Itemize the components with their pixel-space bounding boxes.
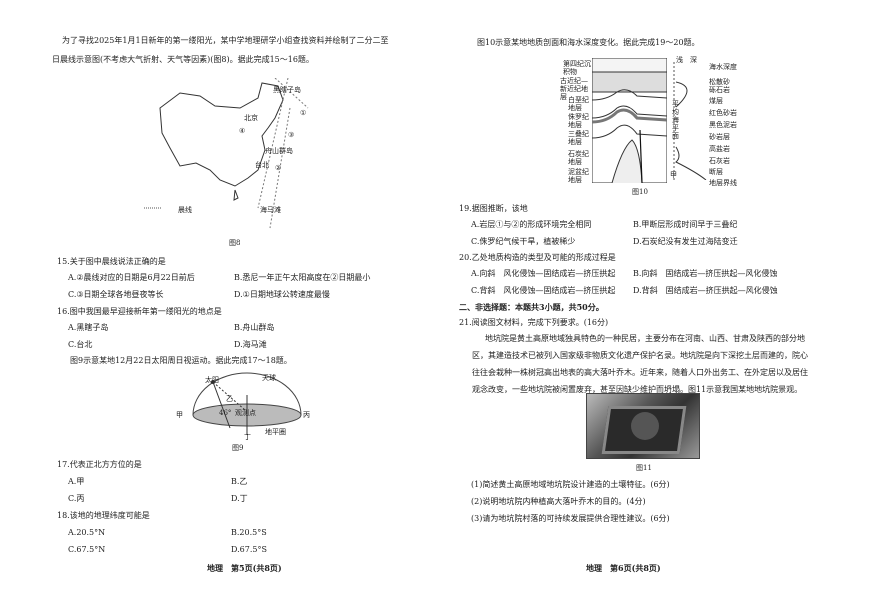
q21-para-4: 观念改变，一些地坑院被闲置废弃，甚至因缺少维护而坍塌。图11示意我国某地地坑院景…: [472, 385, 803, 394]
q18-option-d[interactable]: D.67.5°S: [231, 545, 267, 554]
intro-line-1: 为了寻找2025年1月1日新年的第一缕阳光，某中学地理研学小组查找资料并绘制了二…: [62, 36, 389, 45]
q15-option-d[interactable]: D.①日期地球公转速度最慢: [234, 290, 330, 299]
figure-9-celestial-sphere: [192, 372, 302, 435]
q16-option-c[interactable]: C.台北: [68, 340, 93, 349]
q15-option-b[interactable]: B.悉尼一年正午太阳高度在②日期最小: [234, 273, 371, 282]
label-horizon: 地平圈: [265, 428, 286, 436]
legend-black-mudstone: 黑色泥岩: [709, 121, 737, 129]
q20-option-a[interactable]: A.向斜 风化侵蚀—固结成岩—挤压拱起: [471, 269, 616, 278]
label-46deg: 46°: [219, 409, 232, 417]
q20-option-c[interactable]: C.背斜 风化侵蚀—固结成岩—挤压拱起: [471, 286, 616, 295]
q19-stem: 19.据图推断，该地: [459, 204, 528, 213]
figure-8-map: [144, 78, 309, 229]
q20-option-b[interactable]: B.向斜 固结成岩—挤压拱起—风化侵蚀: [633, 269, 778, 278]
stratum-quaternary: 第四纪沉积物: [563, 60, 591, 76]
label-line-3: ③: [288, 131, 295, 139]
figure-9-caption: 图9: [232, 444, 244, 452]
legend-fault: 断层: [709, 168, 723, 176]
q19-option-a[interactable]: A.岩层①与②的形成环境完全相同: [471, 220, 592, 229]
q16-option-d[interactable]: D.海马滩: [234, 340, 267, 349]
label-beijing: 北京: [244, 114, 258, 122]
label-celestial-sphere: 天球: [262, 374, 276, 382]
page-footer-left: 地理 第5页(共8页): [207, 563, 282, 573]
q21-sub-2: (2)说明地坑院内种植高大落叶乔木的目的。(4分): [471, 497, 646, 506]
q21-sub-3: (3)请为地坑院村落的可持续发展提供合理性建议。(6分): [471, 514, 670, 523]
figure-11-photo: [586, 393, 700, 459]
legend-red-sandstone: 红色砂岩: [709, 109, 737, 117]
label-yi: 乙: [226, 395, 233, 403]
legend-limestone: 石灰岩: [709, 157, 730, 165]
legend-boundary: 地层界线: [709, 179, 737, 187]
q20-option-d[interactable]: D.背斜 固结成岩—挤压拱起—风化侵蚀: [633, 286, 778, 295]
legend-coal: 煤层: [709, 97, 723, 105]
label-observer: 观测点: [235, 409, 256, 417]
stratum-cretaceous: 白垩纪地层: [568, 96, 589, 112]
label-ding: 丁: [244, 433, 251, 441]
q17-stem: 17.代表正北方方位的是: [57, 460, 142, 469]
intro-fig10: 图10示意某地地质剖面和海水深度变化。据此完成19～20题。: [477, 38, 700, 47]
section-2-heading: 二、非选择题：本题共3小题，共50分。: [459, 302, 604, 312]
q19-option-d[interactable]: D.石炭纪没有发生过海陆变迁: [633, 237, 738, 246]
stratum-devonian: 泥盆纪地层: [568, 168, 589, 184]
q18-stem: 18.该地的地理纬度可能是: [57, 511, 150, 520]
q16-option-b[interactable]: B.舟山群岛: [234, 323, 275, 332]
q17-option-a[interactable]: A.甲: [68, 477, 85, 486]
figure-10-geologic-section: [592, 58, 667, 183]
q21-sub-1: (1)简述黄土高原地域地坑院设计建造的土壤特征。(6分): [471, 480, 670, 489]
legend-sandstone: 砂岩层: [709, 133, 730, 141]
q17-option-c[interactable]: C.丙: [68, 494, 85, 503]
stratum-jurassic: 侏罗纪地层: [568, 113, 589, 129]
legend-dawn-line: 晨线: [178, 206, 192, 214]
label-jia: 甲: [176, 411, 183, 419]
figure-10-caption: 图10: [632, 188, 648, 196]
q17-option-b[interactable]: B.乙: [231, 477, 248, 486]
q19-option-b[interactable]: B.甲断层形成时间早于三叠纪: [633, 220, 738, 229]
mean-sea-level-label: 平均海平面: [672, 100, 679, 140]
label-haimatan: 海马滩: [260, 206, 281, 214]
sea-depth-curve: [673, 62, 707, 180]
intro-line-2: 日晨线示意图(不考虑大气折射、天气等因素)(图8)。据此完成15～16题。: [52, 55, 314, 64]
stratum-paleogene-neogene: 古近纪—新近纪地层: [560, 77, 588, 101]
q18-option-b[interactable]: B.20.5°S: [231, 528, 267, 537]
q16-option-a[interactable]: A.黑瞎子岛: [68, 323, 109, 332]
figure-8-caption: 图8: [229, 239, 241, 247]
q15-option-c[interactable]: C.③日期全球各地昼夜等长: [68, 290, 164, 299]
label-line-4: ④: [239, 127, 246, 135]
q21-stem: 21.阅读图文材料，完成下列要求。(16分): [459, 318, 609, 327]
depth-deep: 深: [690, 56, 697, 64]
legend-sea-depth: 海水深度: [709, 63, 737, 71]
depth-shallow: 浅: [676, 56, 683, 64]
legend-loose-gravel: 松散砂砾石岩: [709, 78, 730, 94]
q15-stem: 15.关于图中晨线说法正确的是: [57, 257, 166, 266]
tree: [631, 412, 659, 440]
intro-fig9: 图9示意某地12月22日太阳周日视运动。据此完成17～18题。: [70, 356, 292, 365]
q20-stem: 20.乙处地质构造的类型及可能的形成过程是: [459, 253, 616, 262]
stratum-triassic: 三叠纪地层: [568, 130, 589, 146]
label-zhoushan: 舟山群岛: [265, 147, 293, 155]
q18-option-a[interactable]: A.20.5°N: [68, 528, 106, 537]
q19-option-c[interactable]: C.侏罗纪气候干旱，植被稀少: [471, 237, 576, 246]
q16-stem: 16.图中我国最早迎接新年第一缕阳光的地点是: [57, 307, 222, 316]
q21-para-3: 往往会栽种一株树冠高出地表的高大落叶乔木。近年来，随着人口外出务工、在外定居以及…: [472, 368, 808, 377]
label-line-1: ①: [300, 109, 307, 117]
stratum-carboniferous: 石炭纪地层: [568, 150, 589, 166]
q15-option-a[interactable]: A.②晨线对应的日期是6月22日前后: [68, 273, 195, 282]
q21-para-1: 地坑院是黄土高原地域独具特色的一种民居，主要分布在河南、山西、甘肃及陕西的部分地: [485, 334, 805, 343]
page-footer-right: 地理 第6页(共8页): [586, 563, 661, 573]
q18-option-c[interactable]: C.67.5°N: [68, 545, 106, 554]
legend-salt-rock: 高盐岩: [709, 145, 730, 153]
label-sun: 太阳: [205, 376, 219, 384]
figure-11-caption: 图11: [636, 464, 652, 472]
q17-option-d[interactable]: D.丁: [231, 494, 248, 503]
label-bing: 丙: [303, 411, 310, 419]
q21-para-2: 区，其建造技术已被列入国家级非物质文化遗产保护名录。地坑院是向下深挖土层而建的，…: [472, 351, 808, 360]
label-taibei: 台北: [255, 161, 269, 169]
label-line-2: ②: [275, 164, 282, 172]
label-heixiazi: 黑瞎子岛: [273, 86, 301, 94]
